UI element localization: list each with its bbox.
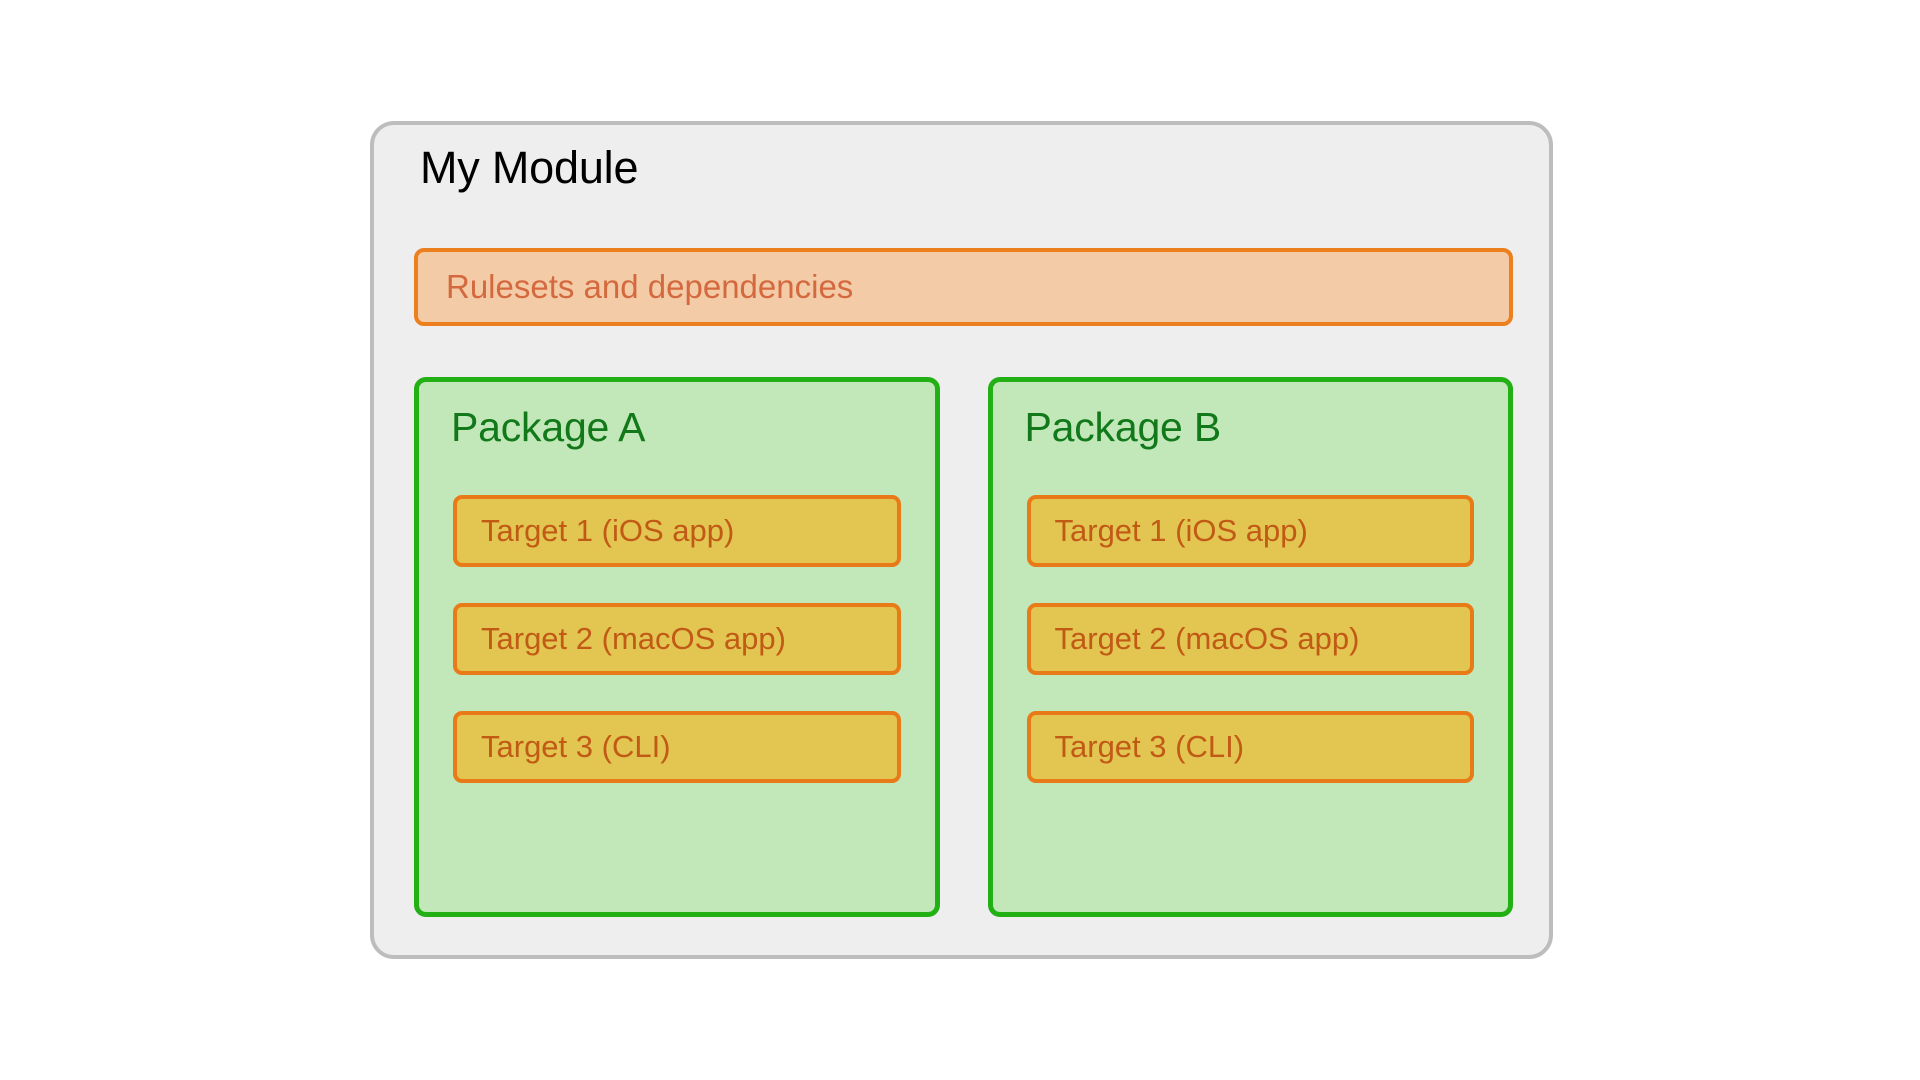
- target-box: Target 1 (iOS app): [453, 495, 901, 567]
- target-label: Target 1 (iOS app): [481, 513, 735, 548]
- package-box-b: Package B Target 1 (iOS app) Target 2 (m…: [987, 377, 1513, 917]
- target-box: Target 3 (CLI): [453, 711, 901, 783]
- module-title: My Module: [420, 142, 639, 193]
- target-box: Target 2 (macOS app): [1026, 603, 1474, 675]
- rulesets-and-dependencies-box: Rulesets and dependencies: [414, 248, 1513, 326]
- package-a-targets-list: Target 1 (iOS app) Target 2 (macOS app) …: [453, 495, 901, 783]
- target-label: Target 2 (macOS app): [1054, 621, 1360, 656]
- target-label: Target 1 (iOS app): [1054, 513, 1308, 548]
- target-box: Target 2 (macOS app): [453, 603, 901, 675]
- package-box-a: Package A Target 1 (iOS app) Target 2 (m…: [414, 377, 940, 917]
- target-box: Target 1 (iOS app): [1026, 495, 1474, 567]
- module-container: My Module Rulesets and dependencies Pack…: [370, 121, 1553, 959]
- target-label: Target 3 (CLI): [1054, 729, 1245, 764]
- target-box: Target 3 (CLI): [1026, 711, 1474, 783]
- package-b-title: Package B: [1024, 404, 1222, 450]
- target-label: Target 2 (macOS app): [481, 621, 786, 656]
- package-a-title: Package A: [451, 404, 646, 450]
- target-label: Target 3 (CLI): [481, 729, 671, 764]
- package-b-targets-list: Target 1 (iOS app) Target 2 (macOS app) …: [1026, 495, 1474, 783]
- rulesets-and-dependencies-label: Rulesets and dependencies: [446, 268, 854, 305]
- packages-row: Package A Target 1 (iOS app) Target 2 (m…: [414, 377, 1513, 917]
